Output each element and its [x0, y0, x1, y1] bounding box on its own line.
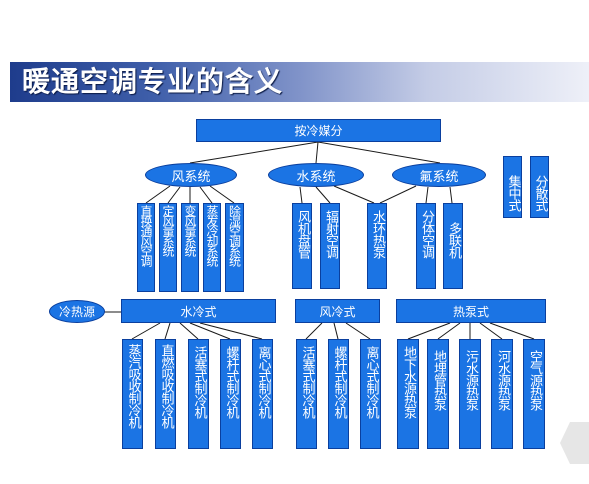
connector-hp-1 — [407, 322, 451, 340]
node-ac-child-2: 螺杆式制冷机 — [328, 339, 349, 449]
node-hp-child-1: 地下水源热泵 — [397, 339, 419, 449]
connector-hp-2 — [437, 322, 461, 340]
connector-hp-5 — [489, 322, 535, 340]
node-freon-system: 氟系统 — [392, 163, 486, 187]
node-wc-child-1: 蒸汽吸收制冷机 — [122, 339, 143, 449]
connector-media-freon — [317, 141, 441, 164]
node-centralized: 集中式 — [503, 156, 522, 218]
connector-ac-2 — [333, 322, 339, 340]
node-fan-coil: 风机盘管 — [292, 203, 312, 289]
node-air-child-4: 蒸发冷却系统 — [203, 203, 221, 292]
connector-wc-4 — [189, 322, 231, 340]
node-ac-child-3: 离心式制冷机 — [360, 339, 381, 449]
connector-water-1 — [299, 186, 303, 204]
connector-wc-3 — [179, 322, 199, 340]
node-air-child-1: 直换通风空调 — [137, 203, 155, 292]
node-air-child-5: 除湿空调系统 — [225, 203, 244, 292]
node-wc-child-3: 活塞式制冷机 — [188, 339, 209, 449]
node-air-child-2: 定风量系统 — [159, 203, 177, 292]
connector-air-4 — [199, 186, 213, 204]
node-cold-heat-source: 冷热源 — [49, 300, 105, 323]
connector-wc-5 — [199, 322, 263, 340]
node-hp-child-5: 空气源热泵 — [523, 339, 545, 449]
node-wc-child-5: 离心式制冷机 — [252, 339, 273, 449]
connector-hp-4 — [479, 322, 503, 340]
node-hp-child-3: 污水源热泵 — [459, 339, 481, 449]
node-wc-child-4: 螺杆式制冷机 — [220, 339, 241, 449]
connector-ac-1 — [305, 322, 323, 340]
node-ac-child-1: 活塞式制冷机 — [296, 339, 317, 449]
connector-air-5 — [209, 185, 235, 204]
node-wc-child-2: 直燃吸收制冷机 — [155, 339, 176, 449]
node-air-child-3: 变风量系统 — [181, 203, 199, 292]
node-refrigerant-media: 按冷媒分 — [196, 119, 441, 142]
node-hp-child-4: 河水源热泵 — [491, 339, 513, 449]
connector-ac-3 — [345, 322, 371, 340]
connector-air-2 — [167, 186, 181, 204]
connector-wc-2 — [164, 322, 171, 340]
connector-freon-3 — [449, 186, 453, 204]
node-multi-split: 多联机 — [443, 203, 463, 289]
node-air-system: 风系统 — [145, 163, 237, 187]
connector-media-water — [315, 141, 319, 164]
connector-freon-2 — [425, 186, 429, 204]
connector-water-2 — [315, 186, 331, 204]
node-radiant-ac: 辐射空调 — [320, 203, 340, 289]
node-water-loop-heat-pump: 水环热泵 — [367, 203, 387, 289]
connector-media-air — [189, 141, 319, 164]
hexagon-decoration — [560, 422, 589, 464]
node-water-system: 水系统 — [268, 163, 364, 187]
connector-wc-1 — [131, 322, 161, 340]
connector-water-3 — [333, 185, 375, 204]
page-title: 暖通空调专业的含义 — [22, 65, 284, 98]
node-hp-child-2: 地埋管热泵 — [427, 339, 449, 449]
connector-freon-1 — [379, 185, 417, 204]
node-water-cooled: 水冷式 — [121, 299, 276, 323]
node-split-ac: 分体空调 — [416, 203, 436, 289]
node-air-cooled: 风冷式 — [295, 299, 380, 323]
node-decentralized: 分散式 — [530, 156, 549, 218]
title-bar: 暖通空调专业的含义 — [10, 62, 589, 102]
connector-air-1 — [145, 185, 171, 204]
node-heat-pump: 热泵式 — [396, 299, 546, 323]
